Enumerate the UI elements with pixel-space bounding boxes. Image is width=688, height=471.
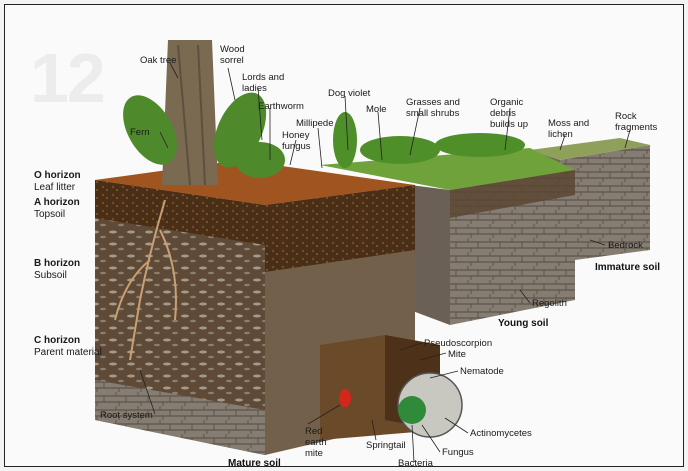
label-fern: Fern [130, 127, 150, 138]
horizon-c-desc: Parent material [34, 347, 104, 359]
horizon-b-name: B horizon [34, 258, 80, 270]
block-title-young: Young soil [498, 318, 548, 329]
label-bedrock: Bedrock [608, 240, 643, 251]
horizon-b-desc: Subsoil [34, 270, 80, 282]
label-millipede: Millipede [296, 118, 334, 129]
horizon-a: A horizon Topsoil [34, 197, 80, 221]
label-pseudoscorpion: Pseudoscorpion [424, 338, 492, 349]
label-regolith: Regolith [532, 298, 567, 309]
label-honey-fungus: Honey fungus [282, 130, 322, 152]
horizon-a-name: A horizon [34, 197, 80, 209]
label-mole: Mole [366, 104, 387, 115]
horizon-b: B horizon Subsoil [34, 258, 80, 282]
label-moss-lichen: Moss and lichen [548, 118, 593, 140]
label-earthworm: Earthworm [258, 101, 304, 112]
label-grasses: Grasses and small shrubs [406, 97, 468, 119]
block-title-mature: Mature soil [228, 458, 281, 469]
horizon-o: O horizon Leaf litter [34, 170, 81, 194]
horizon-c-name: C horizon [34, 335, 104, 347]
label-nematode: Nematode [460, 366, 504, 377]
label-bacteria: Bacteria [398, 458, 433, 469]
label-springtail: Springtail [366, 440, 406, 451]
label-dog-violet: Dog violet [328, 88, 370, 99]
label-red-earth-mite: Red earth mite [305, 426, 345, 459]
label-oak-tree: Oak tree [140, 55, 176, 66]
label-lords-and-ladies: Lords and ladies [242, 72, 287, 94]
block-title-immature: Immature soil [595, 262, 660, 273]
label-organic-debris: Organic debris builds up [490, 97, 540, 130]
horizon-c: C horizon Parent material [34, 335, 104, 359]
label-fungus: Fungus [442, 447, 474, 458]
horizon-o-desc: Leaf litter [34, 182, 81, 194]
label-wood-sorrel: Wood sorrel [220, 44, 252, 66]
horizon-a-desc: Topsoil [34, 209, 80, 221]
label-actinomycetes: Actinomycetes [470, 428, 532, 439]
magnified-cutout [320, 335, 462, 440]
label-rock-fragments: Rock fragments [615, 111, 665, 133]
label-mite: Mite [448, 349, 466, 360]
label-root-system: Root system [100, 410, 153, 421]
horizon-o-name: O horizon [34, 170, 81, 182]
